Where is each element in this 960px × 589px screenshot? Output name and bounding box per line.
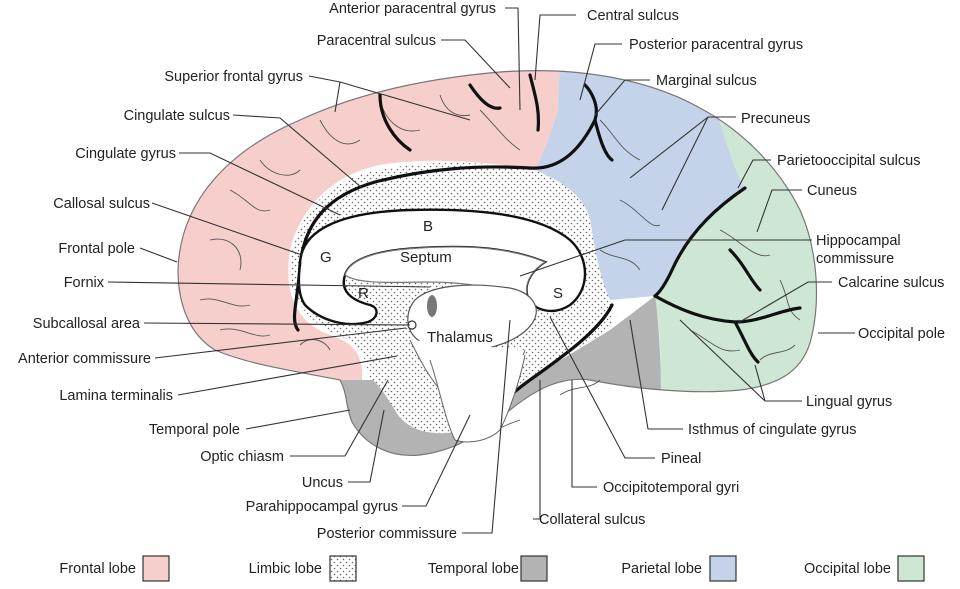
leader-lines — [107, 7, 855, 534]
inner-label-thalamus: Thalamus — [427, 329, 493, 346]
legend-swatch-temporal — [520, 555, 548, 582]
legend-swatch-frontal — [142, 555, 170, 582]
label-uncus: Uncus — [302, 475, 343, 491]
label-hippocampal-commissure-line2: commissure — [816, 251, 894, 267]
legend-swatch-parietal — [709, 555, 737, 582]
legend: Frontal lobe Limbic lobe Temporal lobe P… — [59, 555, 925, 582]
label-lingual-gyrus: Lingual gyrus — [806, 394, 892, 410]
fornix-mark — [427, 295, 437, 317]
label-parahippocampal-gyrus: Parahippocampal gyrus — [246, 499, 398, 515]
label-marginal-sulcus: Marginal sulcus — [656, 73, 757, 89]
label-precuneus: Precuneus — [741, 111, 810, 127]
label-callosal-sulcus: Callosal sulcus — [53, 196, 150, 212]
label-posterior-commissure: Posterior commissure — [317, 526, 457, 542]
inner-labels: B G Septum R S Thalamus — [320, 218, 563, 346]
legend-label-frontal: Frontal lobe — [59, 561, 136, 577]
label-lamina-terminalis: Lamina terminalis — [59, 388, 173, 404]
frontal-lobe-region — [178, 70, 560, 420]
label-parietooccipital-sulcus: Parietooccipital sulcus — [777, 153, 920, 169]
label-central-sulcus: Central sulcus — [587, 8, 679, 24]
label-hippocampal-commissure-line1: Hippocampal — [816, 233, 901, 249]
label-collateral-sulcus: Collateral sulcus — [539, 512, 645, 528]
label-pineal: Pineal — [661, 451, 701, 467]
label-paracentral-sulcus: Paracentral sulcus — [317, 33, 436, 49]
label-cingulate-gyrus: Cingulate gyrus — [75, 146, 176, 162]
legend-label-temporal: Temporal lobe — [428, 561, 519, 577]
brain-outline — [177, 70, 818, 457]
label-subcallosal-area: Subcallosal area — [33, 316, 141, 332]
inner-label-s: S — [553, 285, 563, 302]
label-occipital-pole: Occipital pole — [858, 326, 945, 342]
label-fornix: Fornix — [64, 275, 105, 291]
legend-label-parietal: Parietal lobe — [621, 561, 702, 577]
inner-label-g: G — [320, 249, 332, 266]
label-posterior-paracentral-gyrus: Posterior paracentral gyrus — [629, 37, 803, 53]
label-anterior-paracentral-gyrus: Anterior paracentral gyrus — [329, 1, 496, 17]
gyral-texture — [199, 94, 801, 441]
label-isthmus-cingulate-gyrus: Isthmus of cingulate gyrus — [688, 422, 856, 438]
legend-label-limbic: Limbic lobe — [249, 561, 322, 577]
legend-label-occipital: Occipital lobe — [804, 561, 891, 577]
label-superior-frontal-gyrus: Superior frontal gyrus — [164, 69, 303, 85]
parietal-lobe-region — [535, 70, 745, 300]
outer-labels: Anterior paracentral gyrus Central sulcu… — [18, 1, 945, 542]
label-anterior-commissure: Anterior commissure — [18, 351, 151, 367]
label-occipitotemporal-gyri: Occipitotemporal gyri — [603, 480, 739, 496]
inner-label-septum: Septum — [400, 249, 452, 266]
inner-label-r: R — [358, 285, 369, 302]
label-optic-chiasm: Optic chiasm — [200, 449, 284, 465]
thalamus — [407, 284, 537, 353]
label-calcarine-sulcus: Calcarine sulcus — [838, 275, 944, 291]
label-cuneus: Cuneus — [807, 183, 857, 199]
label-frontal-pole: Frontal pole — [58, 241, 135, 257]
legend-swatch-occipital — [897, 555, 925, 582]
label-cingulate-sulcus: Cingulate sulcus — [124, 108, 230, 124]
septum — [344, 246, 547, 299]
label-temporal-pole: Temporal pole — [149, 422, 240, 438]
legend-swatch-limbic — [329, 555, 357, 582]
inner-label-b: B — [423, 218, 433, 235]
